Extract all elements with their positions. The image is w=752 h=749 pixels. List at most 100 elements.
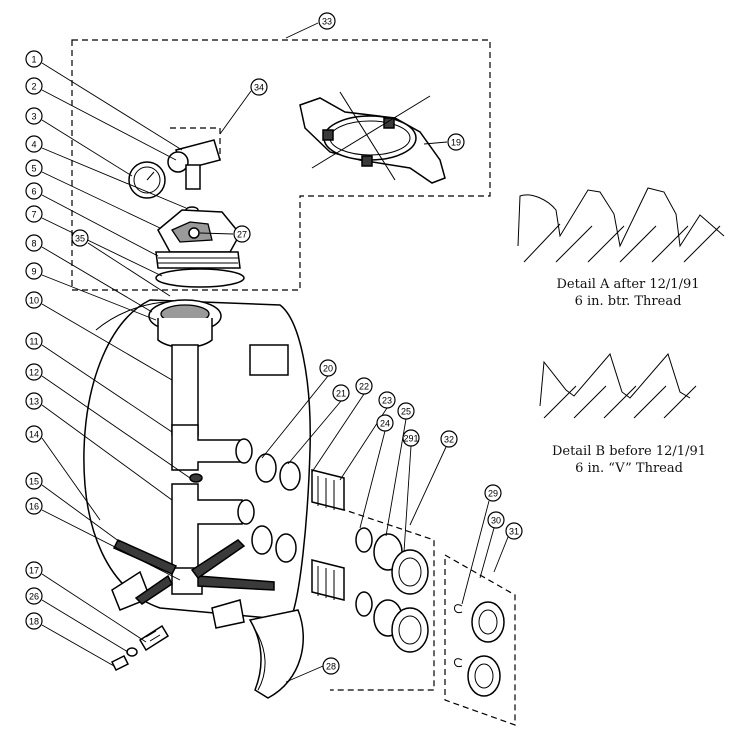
callout-number: 27 [237,230,247,240]
callout-10: 10 [25,291,43,309]
callout-21: 21 [332,384,350,402]
callout-18: 18 [25,612,43,630]
callout-number: 9 [31,267,36,277]
group-30-boundary [444,553,516,726]
callout-circle [402,429,420,447]
pipe-end [235,438,253,464]
callout-number: 2 [31,82,36,92]
callout-circle [233,225,251,243]
callout-13: 13 [25,392,43,410]
gasket-7 [155,268,245,288]
callout-number: 23 [382,396,392,406]
callout-17: 17 [25,561,43,579]
callout-31: 31 [505,522,523,540]
callout-number: 1 [31,55,36,65]
callout-circle [319,359,337,377]
callout-26: 26 [25,587,43,605]
callout-number: 25 [401,407,411,417]
bulkhead-assembly-lower [251,525,429,653]
callout-14: 14 [25,425,43,443]
callout-circle [25,363,43,381]
callout-32: 32 [440,430,458,448]
callout-circle [397,402,415,420]
callout-number: 30 [491,516,501,526]
callout-number: 19 [451,138,461,148]
callout-number: 7 [31,210,36,220]
callout-circle [484,484,502,502]
callout-circle [505,522,523,540]
callout-24: 24 [376,414,394,432]
callout-circle [250,78,268,96]
callout-number: 291 [403,434,418,444]
callout-5: 5 [25,159,43,177]
callout-number: 29 [488,489,498,499]
callout-circle [376,414,394,432]
detail-a-subtitle: 6 in. btr. Thread [574,294,682,309]
callout-20: 20 [319,359,337,377]
callout-circle [378,391,396,409]
detail-b-title: Detail B before 12/1/91 [551,444,707,459]
union-assembly-upper [454,601,505,643]
callout-291: 291 [402,429,420,447]
pressure-gauge-3 [128,161,166,199]
callout-number: 24 [380,419,390,429]
callout-4: 4 [25,135,43,153]
callout-circle [25,262,43,280]
callout-circle [25,107,43,125]
callout-23: 23 [378,391,396,409]
callout-number: 6 [31,187,36,197]
callout-number: 14 [29,430,39,440]
callout-16: 16 [25,497,43,515]
callout-number: 31 [509,527,519,537]
tank-label [249,344,289,376]
callout-circle [25,497,43,515]
callout-number: 10 [29,296,39,306]
detail-a-label: Detail A after 12/1/91 6 in. btr. Thread [528,276,728,310]
callout-circle [25,50,43,68]
callout-number: 21 [336,389,346,399]
callout-28: 28 [322,657,340,675]
callout-circle [25,77,43,95]
drain-cap-18 [110,654,130,672]
callout-circle [25,182,43,200]
callout-7: 7 [25,205,43,223]
air-relief-fitting-1 [167,139,221,190]
callout-circle [25,234,43,252]
o-ring-26 [126,647,138,657]
union-assembly-lower [454,655,501,697]
detail-b-subtitle: 6 in. “V” Thread [575,461,683,476]
callout-number: 11 [29,337,38,347]
callout-3: 3 [25,107,43,125]
callout-number: 33 [322,17,332,27]
callout-circle [25,561,43,579]
callout-circle [332,384,350,402]
top-diffuser-9 [148,299,222,349]
callout-number: 32 [444,435,454,445]
cap-ring-6 [155,251,241,269]
callout-circle [440,430,458,448]
callout-number: 16 [29,502,39,512]
callout-number: 18 [29,617,39,627]
callout-25: 25 [397,402,415,420]
wrench-tool-19 [299,91,446,184]
callout-33: 33 [318,12,336,30]
callout-number: 12 [29,368,39,378]
detail-a-thread-profile [517,187,725,248]
lateral-16 [197,575,275,591]
callout-number: 15 [29,477,39,487]
lateral [190,539,246,580]
callout-15: 15 [25,472,43,490]
callout-number: 17 [29,566,39,576]
callout-circle [25,205,43,223]
callout-8: 8 [25,234,43,252]
callout-number: 3 [31,112,36,122]
callout-circle [25,332,43,350]
callout-19: 19 [447,133,465,151]
callout-34: 34 [250,78,268,96]
callout-circle [25,587,43,605]
callout-circle [318,12,336,30]
callout-1: 1 [25,50,43,68]
callout-circle [487,511,505,529]
callout-30: 30 [487,511,505,529]
